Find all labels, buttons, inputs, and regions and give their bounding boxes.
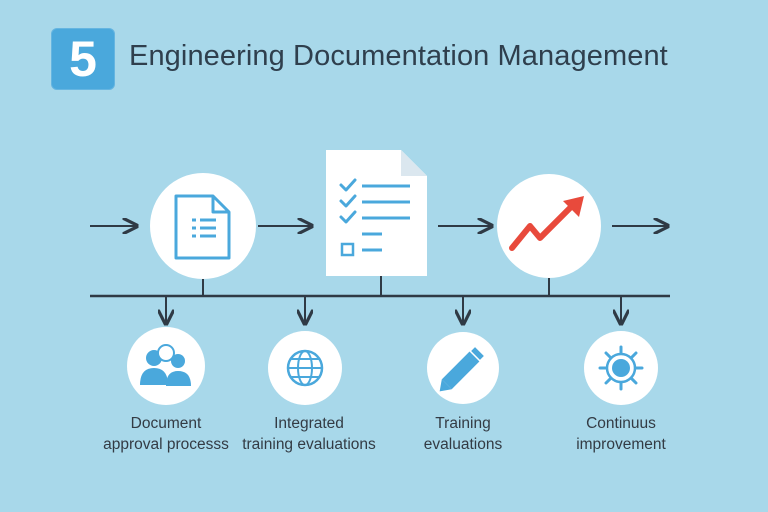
checklist-icon bbox=[326, 150, 427, 276]
page-title: Engineering Documentation Management bbox=[129, 40, 668, 72]
document-list-icon bbox=[150, 173, 256, 279]
step-label-1: Document approval processs bbox=[103, 415, 229, 453]
step-number-badge: 5 bbox=[51, 28, 115, 90]
pencil-icon bbox=[427, 332, 499, 404]
step-label-4: Continuus improvement bbox=[576, 415, 666, 453]
gear-icon bbox=[584, 331, 658, 405]
step-label-3: Training evaluations bbox=[423, 415, 503, 453]
globe-icon bbox=[268, 331, 342, 405]
step-label-2: Integrated training evaluations bbox=[242, 415, 376, 453]
team-icon bbox=[127, 327, 205, 405]
trend-up-icon bbox=[497, 174, 601, 278]
